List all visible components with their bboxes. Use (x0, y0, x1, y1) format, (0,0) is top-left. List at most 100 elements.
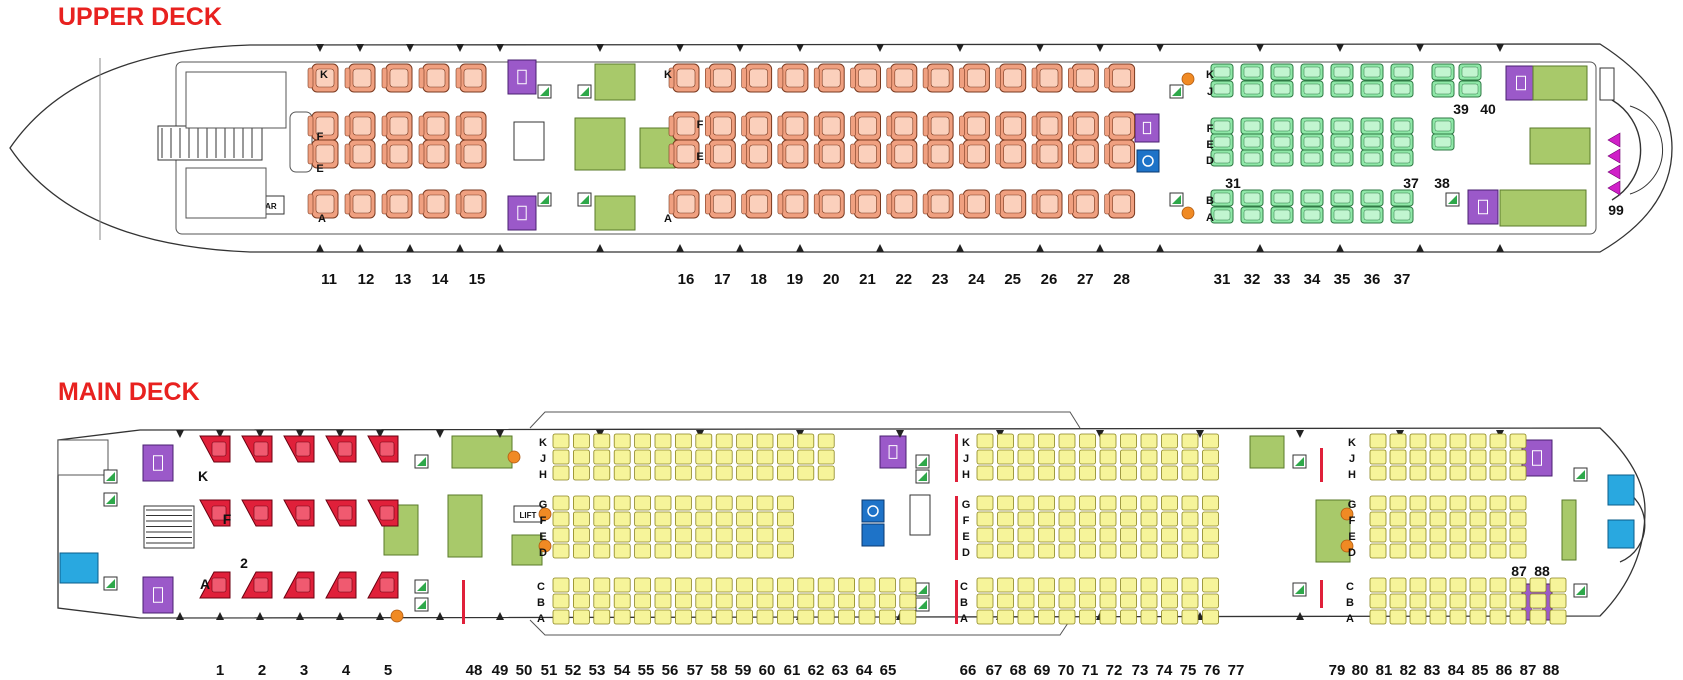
row-number-25: 25 (1004, 271, 1021, 288)
seat-ottoman (704, 115, 711, 137)
premium-seat-35J (1330, 80, 1354, 98)
premium-seat-38F (1431, 117, 1455, 135)
window-marker (376, 612, 384, 620)
seat-cushion (1243, 209, 1261, 221)
seat-ottoman (1104, 115, 1110, 137)
window-marker (316, 44, 324, 52)
economy-seat-66J (976, 449, 994, 465)
economy-seat-67C (997, 577, 1014, 593)
seat-cushion (389, 194, 409, 214)
first-seat-1A (199, 571, 231, 599)
wheelchair-icon (867, 505, 879, 517)
economy-seat-61J (817, 449, 835, 465)
business-seat-17A (704, 189, 736, 219)
seat-cushion (1303, 66, 1321, 78)
seat-letter-C: C (1346, 581, 1354, 593)
seat-cushion (1039, 194, 1059, 214)
seat-ottoman (1031, 143, 1038, 165)
premium-seat-33B (1270, 189, 1294, 207)
economy-seat-54F (675, 511, 692, 527)
row-number-64: 64 (856, 662, 873, 679)
economy-seat-63A (858, 609, 876, 625)
economy-seat-81H (1409, 465, 1427, 481)
seat-cushion (785, 68, 805, 88)
economy-seat-48F (552, 511, 570, 527)
premium-seat-37D (1390, 149, 1414, 167)
economy-seat-67G (997, 495, 1014, 511)
seat-cushion (1273, 136, 1291, 148)
premium-seat-31J (1210, 80, 1234, 98)
economy-seat-52A (634, 609, 651, 625)
economy-seat-79E (1369, 527, 1387, 543)
seat-cushion (337, 505, 353, 521)
economy-seat-56H (715, 465, 733, 481)
seat-letter-K: K (1206, 69, 1214, 81)
window-marker (356, 244, 364, 252)
window-marker (956, 244, 964, 252)
seat-cushion (426, 194, 446, 214)
seat-letter-A: A (537, 613, 545, 625)
seat-ottoman (995, 67, 1002, 89)
economy-seat-74E (1140, 527, 1158, 543)
economy-seat-77C (1202, 577, 1219, 593)
seat-cushion (785, 144, 805, 164)
seat-cushion (211, 441, 227, 457)
economy-seat-88A (1549, 609, 1567, 625)
seat-cushion (379, 577, 395, 593)
first-seat-5K (367, 435, 399, 463)
economy-seat-49K (573, 433, 590, 449)
economy-seat-68K (1017, 433, 1035, 449)
row-number-63: 63 (832, 662, 849, 679)
economy-seat-73D (1120, 543, 1137, 559)
economy-seat-75D (1161, 543, 1178, 559)
premium-seat-33A (1270, 206, 1294, 224)
window-marker (1416, 44, 1424, 52)
economy-seat-52G (634, 495, 651, 511)
economy-seat-72G (1099, 495, 1117, 511)
premium-seat-32B (1240, 189, 1264, 207)
seat-ottoman (418, 115, 425, 137)
economy-seat-48E (552, 527, 570, 543)
seat-cushion (1363, 83, 1381, 95)
seat-letter-K: K (198, 468, 208, 484)
crew-rest-front (59, 552, 99, 584)
business-seat-27E (1068, 139, 1099, 169)
economy-seat-62C (838, 577, 855, 593)
economy-seat-50C (593, 577, 611, 593)
row-number-68: 68 (1010, 662, 1027, 679)
row-number-85: 85 (1472, 662, 1489, 679)
row-number-50: 50 (516, 662, 533, 679)
business-seat-26F (1031, 111, 1063, 141)
economy-seat-83C (1449, 577, 1467, 593)
economy-seat-87A (1529, 609, 1547, 625)
business-seat-14F (418, 111, 450, 141)
seat-ottoman (668, 193, 675, 215)
seat-cushion (253, 441, 269, 457)
seat-letter-K: K (664, 69, 672, 81)
exit-marker-main-5 (1340, 507, 1354, 521)
seat-cushion (379, 441, 395, 457)
economy-seat-71B (1079, 593, 1096, 609)
economy-seat-79J (1369, 449, 1387, 465)
seat-cushion (1363, 152, 1381, 164)
economy-seat-48J (552, 449, 570, 465)
first-seat-4A (325, 571, 357, 599)
economy-seat-77J (1202, 449, 1219, 465)
first-seat-4K (325, 435, 357, 463)
seat-cushion (1039, 116, 1059, 136)
premium-seat-32D (1240, 149, 1264, 167)
row-number-55: 55 (638, 662, 655, 679)
economy-seat-70H (1058, 465, 1076, 481)
business-seat-22F (886, 111, 918, 141)
business-seat-21E (850, 139, 881, 169)
economy-seat-65C (899, 577, 917, 593)
economy-seat-76E (1181, 527, 1199, 543)
seat-cushion (1393, 192, 1411, 204)
business-seat-20A (813, 189, 845, 219)
economy-seat-77E (1202, 527, 1219, 543)
premium-seat-35K (1330, 63, 1354, 81)
seat-ottoman (668, 67, 675, 89)
window-marker (1036, 244, 1044, 252)
seat-cushion (894, 68, 914, 88)
economy-seat-52E (634, 527, 651, 543)
